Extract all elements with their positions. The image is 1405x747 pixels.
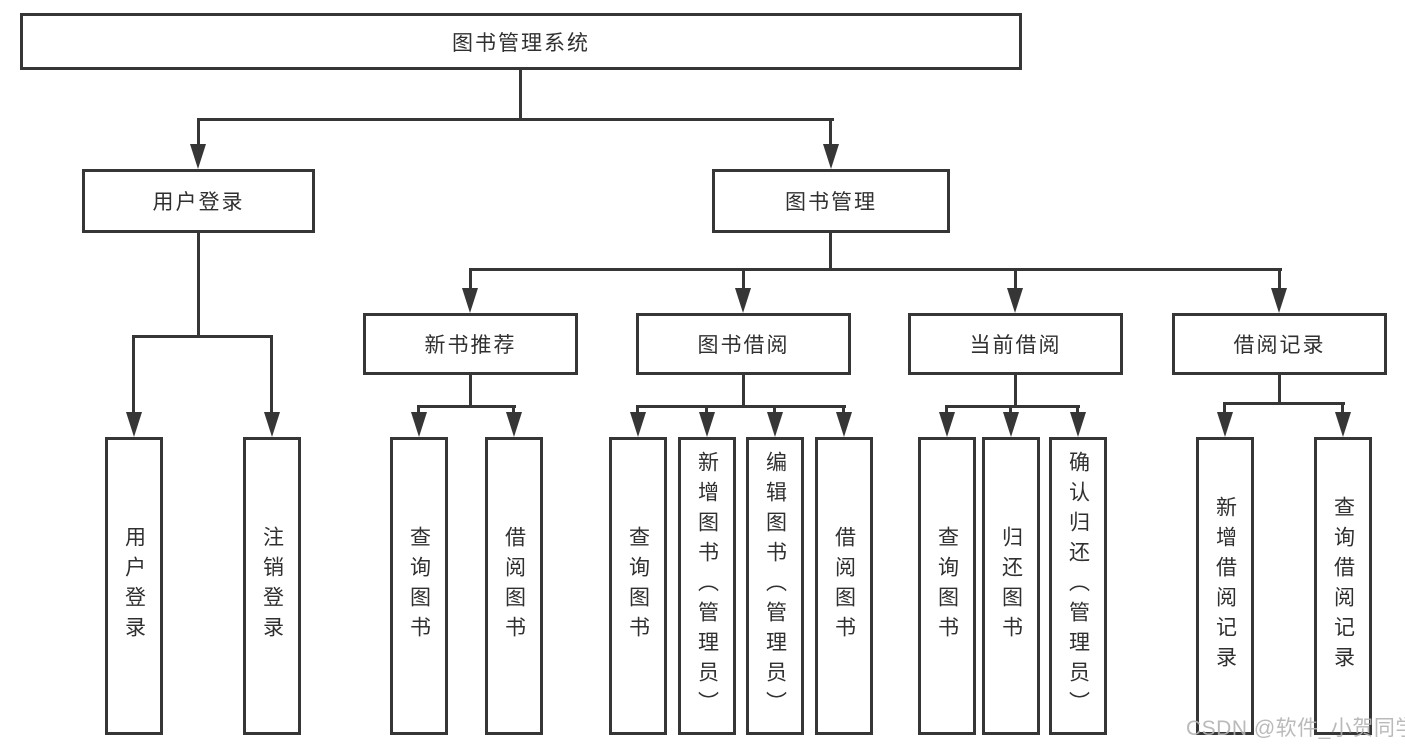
csdn-watermark: CSDN @软件_小贺同学 (1186, 717, 1405, 740)
arrowhead-down-icon (190, 144, 206, 169)
connector-borrow-records-arrow1-stem (1223, 402, 1226, 414)
arrowhead-down-icon (823, 144, 839, 169)
connector-book-mgmt-arrow4-stem (1278, 268, 1281, 289)
arrowhead-down-icon (264, 412, 280, 437)
connector-new-books-arrow2-stem (512, 405, 515, 415)
connector-current-borrow-stem (1014, 375, 1017, 405)
node-leaf-query-books-borrow: 查询图书 (609, 437, 667, 735)
connector-new-books-stem (469, 375, 472, 405)
connector-book-borrow-stem (742, 375, 745, 405)
arrowhead-down-icon (462, 288, 478, 313)
node-current-borrow: 当前借阅 (908, 313, 1123, 375)
node-leaf-return-books: 归还图书 (982, 437, 1040, 735)
connector-current-borrow-arrow1-stem (945, 405, 948, 415)
node-book-borrow: 图书借阅 (636, 313, 851, 375)
node-leaf-logout-label: 注销登录 (260, 526, 284, 646)
node-leaf-query-books-newbooks-label: 查询图书 (407, 526, 431, 646)
node-root-label: 图书管理系统 (452, 31, 590, 55)
connector-book-borrow-bar (636, 405, 846, 408)
arrowhead-down-icon (735, 288, 751, 313)
arrowhead-down-icon (1003, 412, 1019, 437)
connector-user-login-stem (197, 233, 200, 335)
arrowhead-down-icon (836, 412, 852, 437)
arrowhead-down-icon (1070, 412, 1086, 437)
connector-book-mgmt-arrow1-stem (469, 268, 472, 289)
node-leaf-query-books-current: 查询图书 (918, 437, 976, 735)
connector-root-stem (519, 70, 522, 118)
arrowhead-down-icon (1007, 288, 1023, 313)
node-book-borrow-label: 图书借阅 (697, 334, 790, 357)
node-leaf-add-borrow-record-label: 新增借阅记录 (1213, 496, 1237, 676)
arrowhead-down-icon (767, 412, 783, 437)
node-leaf-borrow-books: 借阅图书 (815, 437, 873, 735)
connector-current-borrow-arrow2-stem (1009, 405, 1012, 415)
node-book-management: 图书管理 (712, 169, 950, 233)
node-leaf-query-borrow-record: 查询借阅记录 (1314, 437, 1372, 735)
connector-book-mgmt-arrow3-stem (1014, 268, 1017, 289)
connector-book-borrow-arrow4-stem (842, 405, 845, 415)
node-book-management-label: 图书管理 (785, 191, 877, 214)
node-new-books-label: 新书推荐 (424, 334, 517, 357)
connector-borrow-records-bar (1223, 402, 1345, 405)
arrowhead-down-icon (1271, 288, 1287, 313)
node-leaf-logout: 注销登录 (243, 437, 301, 735)
connector-new-books-arrow1-stem (417, 405, 420, 415)
arrowhead-down-icon (1217, 412, 1233, 437)
node-leaf-edit-books-admin: 编辑图书（管理员） (746, 437, 804, 735)
node-borrow-records: 借阅记录 (1172, 313, 1387, 375)
node-leaf-borrow-books-newbooks-label: 借阅图书 (502, 526, 526, 646)
connector-user-login-bar (132, 335, 273, 338)
node-root: 图书管理系统 (20, 13, 1022, 70)
connector-root-arrow-right-stem (829, 118, 832, 146)
connector-book-borrow-arrow2-stem (705, 405, 708, 415)
arrowhead-down-icon (1335, 412, 1351, 437)
node-leaf-query-books-borrow-label: 查询图书 (626, 526, 650, 646)
node-borrow-records-label: 借阅记录 (1233, 334, 1326, 357)
connector-user-login-arrow2-stem (270, 335, 273, 413)
node-leaf-confirm-return-admin: 确认归还（管理员） (1049, 437, 1107, 735)
connector-borrow-records-arrow2-stem (1341, 402, 1344, 414)
node-leaf-user-login-label: 用户登录 (122, 526, 146, 646)
arrowhead-down-icon (939, 412, 955, 437)
arrowhead-down-icon (411, 412, 427, 437)
node-leaf-borrow-books-newbooks: 借阅图书 (485, 437, 543, 735)
node-leaf-edit-books-admin-label: 编辑图书（管理员） (763, 451, 787, 721)
node-leaf-return-books-label: 归还图书 (999, 526, 1023, 646)
node-leaf-user-login: 用户登录 (105, 437, 163, 735)
connector-new-books-bar (417, 405, 516, 408)
arrowhead-down-icon (630, 412, 646, 437)
arrowhead-down-icon (506, 412, 522, 437)
node-leaf-confirm-return-admin-label: 确认归还（管理员） (1066, 451, 1090, 721)
connector-book-mgmt-arrow2-stem (742, 268, 745, 289)
node-leaf-add-borrow-record: 新增借阅记录 (1196, 437, 1254, 735)
node-leaf-add-books-admin: 新增图书（管理员） (678, 437, 736, 735)
node-leaf-query-borrow-record-label: 查询借阅记录 (1331, 496, 1355, 676)
connector-borrow-records-stem (1278, 375, 1281, 402)
connector-user-login-arrow1-stem (132, 335, 135, 413)
connector-current-borrow-bar (945, 405, 1080, 408)
node-leaf-query-books-current-label: 查询图书 (935, 526, 959, 646)
connector-book-borrow-arrow1-stem (636, 405, 639, 415)
connector-book-borrow-arrow3-stem (773, 405, 776, 415)
node-leaf-query-books-newbooks: 查询图书 (390, 437, 448, 735)
node-user-login-label: 用户登录 (152, 191, 245, 214)
node-leaf-add-books-admin-label: 新增图书（管理员） (695, 451, 719, 721)
arrowhead-down-icon (699, 412, 715, 437)
node-user-login: 用户登录 (82, 169, 315, 233)
connector-root-arrow-left-stem (197, 118, 200, 146)
connector-book-mgmt-bar (469, 268, 1282, 271)
arrowhead-down-icon (126, 412, 142, 437)
connector-root-bar (197, 118, 834, 121)
node-leaf-borrow-books-label: 借阅图书 (832, 526, 856, 646)
connector-current-borrow-arrow3-stem (1076, 405, 1079, 415)
node-new-books: 新书推荐 (363, 313, 578, 375)
node-current-borrow-label: 当前借阅 (969, 334, 1062, 357)
connector-book-mgmt-stem (829, 233, 832, 268)
